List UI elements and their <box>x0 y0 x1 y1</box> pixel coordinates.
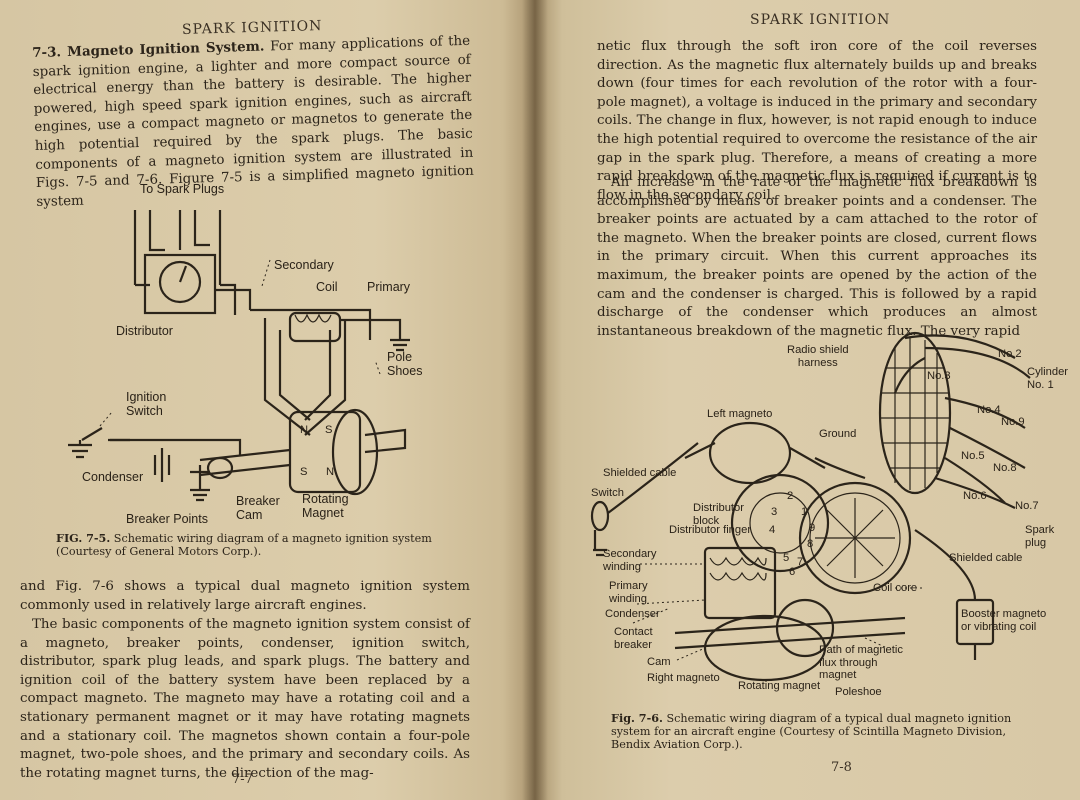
fig-7-5-diagram <box>68 210 410 502</box>
label-left-magneto: Left magneto <box>707 408 773 420</box>
right-page: SPARK IGNITION netic flux through the so… <box>535 0 1080 800</box>
label-no2: No.2 <box>998 348 1022 360</box>
dist-digit-5: 5 <box>783 552 790 564</box>
fig-7-5-number: FIG. 7-5. <box>56 531 111 545</box>
label-cam: Cam <box>647 656 671 668</box>
label-path-of-flux: Path of magnetic flux through magnet <box>819 644 903 681</box>
section-7-3-paragraph: 7-3. Magneto Ignition System. For many a… <box>32 32 475 213</box>
label-pole-n1: N <box>300 424 309 436</box>
section-title: 7-3. Magneto Ignition System. <box>32 38 265 61</box>
fig-7-6-text: Schematic wiring diagram of a typical du… <box>611 712 1012 751</box>
label-breaker-cam: Breaker Cam <box>236 494 280 522</box>
fig-7-6-number: Fig. 7-6. <box>611 711 663 725</box>
label-distributor-finger: Distributor finger <box>669 524 752 536</box>
label-distributor: Distributor <box>116 324 173 338</box>
label-secondary: Secondary <box>274 258 334 272</box>
fig-7-6-caption: Fig. 7-6. Schematic wiring diagram of a … <box>611 711 1041 752</box>
dist-digit-8: 8 <box>807 538 814 550</box>
label-no5: No.5 <box>961 450 985 462</box>
label-shielded-cable-left: Shielded cable <box>603 467 677 479</box>
label-rotating-magnet-76: Rotating magnet <box>738 680 821 692</box>
label-condenser-76: Condenser <box>605 608 660 620</box>
label-poleshoe: Poleshoe <box>835 686 882 698</box>
label-breaker-points: Breaker Points <box>126 512 208 526</box>
dist-digit-9: 9 <box>809 522 816 534</box>
left-para-2: and Fig. 7-6 shows a typical dual magnet… <box>20 579 470 613</box>
label-no7: No.7 <box>1015 500 1039 512</box>
dist-digit-2: 2 <box>787 490 794 502</box>
right-folio: 7-8 <box>831 760 852 775</box>
left-para-3: The basic components of the magneto igni… <box>20 617 470 781</box>
label-spark-plug: Spark plug <box>1025 524 1055 549</box>
dist-digit-4: 4 <box>769 524 776 536</box>
label-secondary-winding: Secondary winding <box>603 548 657 573</box>
label-cylinder-no1: Cylinder No. 1 <box>1027 366 1069 391</box>
left-folio: 7-7 <box>232 772 253 787</box>
label-no6: No.6 <box>963 490 987 502</box>
label-primary: Primary <box>367 280 411 294</box>
label-no3: No.3 <box>927 370 951 382</box>
right-para-1: netic flux through the soft iron core of… <box>597 39 1037 203</box>
label-shielded-cable-right: Shielded cable <box>949 552 1023 564</box>
label-to-spark-plugs: To Spark Plugs <box>140 182 225 196</box>
label-coil: Coil <box>316 280 338 294</box>
label-pole-shoes: Pole Shoes <box>387 350 423 378</box>
label-ground: Ground <box>819 428 857 440</box>
label-switch: Switch <box>591 487 624 499</box>
label-contact-breaker: Contact breaker <box>614 626 653 651</box>
label-distributor-block: Distributor block <box>693 502 744 527</box>
book-gutter <box>522 0 548 800</box>
label-coil-core: Coil core <box>873 582 918 594</box>
fig-7-5-caption: FIG. 7-5. Schematic wiring diagram of a … <box>56 531 440 559</box>
label-pole-s1: S <box>325 424 333 436</box>
label-pole-s2: S <box>300 466 308 478</box>
left-running-head: SPARK IGNITION <box>181 18 323 38</box>
label-booster-magneto: Booster magneto or vibrating coil <box>961 608 1047 633</box>
label-no8: No.8 <box>993 462 1017 474</box>
fig-7-5-text: Schematic wiring diagram of a magneto ig… <box>56 532 432 558</box>
label-radio-shield-harness: Radio shield harness <box>787 344 849 369</box>
dist-digit-3: 3 <box>771 506 778 518</box>
label-primary-winding: Primary winding <box>609 580 648 605</box>
right-running-head: SPARK IGNITION <box>750 12 891 28</box>
label-ignition-switch: Ignition Switch <box>126 390 167 418</box>
label-no4: No.4 <box>977 404 1001 416</box>
dist-digit-1: 1 <box>801 506 808 518</box>
section-text: For many applications of the spark ignit… <box>32 33 474 210</box>
dist-digit-6: 6 <box>789 566 796 578</box>
label-rotating-magnet: Rotating Magnet <box>302 492 349 520</box>
fig-7-6-diagram <box>590 331 1031 682</box>
dist-digit-7: 7 <box>797 556 804 568</box>
label-right-magneto: Right magneto <box>647 672 720 684</box>
label-condenser: Condenser <box>82 470 144 484</box>
right-para-2: An increase in the rate of the magnetic … <box>597 175 1037 339</box>
label-no9: No.9 <box>1001 416 1025 428</box>
left-page: SPARK IGNITION 7-3. Magneto Ignition Sys… <box>0 0 535 800</box>
label-pole-n2: N <box>326 466 335 478</box>
